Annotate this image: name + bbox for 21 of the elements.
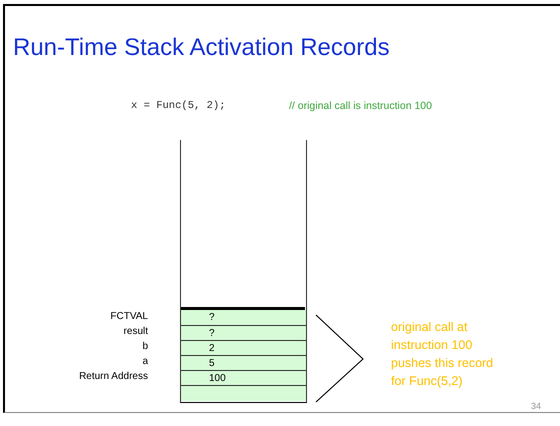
cell-value: ?: [209, 311, 215, 325]
field-name: FCTVAL: [110, 311, 148, 322]
code-comment: // original call is instruction 100: [289, 100, 432, 112]
cell-value: 100: [209, 372, 226, 386]
field-name: a: [142, 356, 148, 367]
page-number: 34: [531, 401, 542, 411]
stack-cell: [181, 385, 306, 401]
field-name: Return Address: [79, 371, 148, 382]
slide-title: Run-Time Stack Activation Records: [13, 34, 390, 62]
stack-cell: [181, 340, 306, 355]
field-name: result: [124, 326, 148, 337]
annotation-text: original call at instruction 100 pushes this record for Func(5,2): [391, 319, 494, 390]
cell-value: 5: [209, 357, 215, 371]
cell-value: ?: [209, 327, 215, 341]
stack-cell: [181, 310, 306, 325]
stack-cell: [181, 325, 306, 340]
field-name: b: [142, 341, 148, 352]
stack-cell: [181, 370, 306, 385]
cell-value: 2: [209, 342, 215, 356]
stack-cell: [181, 355, 306, 370]
code-line: x = Func(5, 2);: [131, 100, 226, 112]
